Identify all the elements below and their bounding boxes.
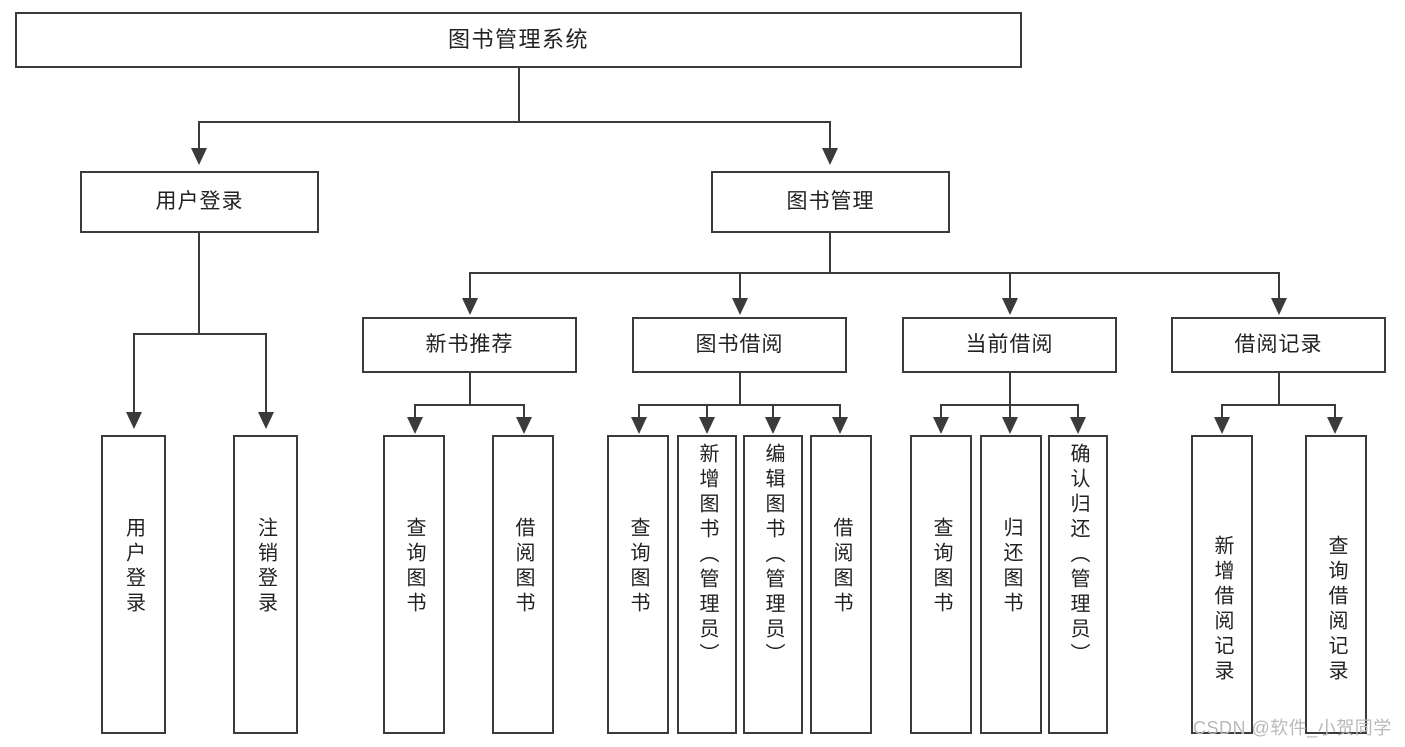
connector-root-to-book-mgmt xyxy=(829,121,831,149)
arrowhead-borrow-record-to-leaf-1 xyxy=(1214,417,1230,434)
node-label: 新增图书（管理员） xyxy=(696,443,718,668)
connector-user-login-to-leaf-1 xyxy=(133,333,135,413)
connector-borrow-record-to-leaf-1 xyxy=(1221,404,1223,418)
leaf-user-login-1[interactable]: 用户登录 xyxy=(101,435,166,734)
arrowhead-user-login-to-leaf-2 xyxy=(258,412,274,429)
arrowhead-book-borrow-to-leaf-1 xyxy=(631,417,647,434)
connector-user-login-stem xyxy=(198,233,200,334)
connector-book-borrow-to-leaf-1 xyxy=(638,404,640,418)
node-label: 查询图书 xyxy=(930,517,952,617)
node-label: 借阅记录 xyxy=(1234,332,1323,356)
connector-borrow-record-to-leaf-2 xyxy=(1334,404,1336,418)
node-label: 注销登录 xyxy=(254,517,277,617)
connector-book-mgmt-to-new-book xyxy=(469,272,471,299)
leaf-new-book-2[interactable]: 借阅图书 xyxy=(492,435,554,734)
connector-new-book-to-leaf-1 xyxy=(414,404,416,418)
connector-borrow-record-bus xyxy=(1221,404,1336,406)
connector-book-mgmt-to-current-borrow xyxy=(1009,272,1011,299)
node-current-borrow[interactable]: 当前借阅 xyxy=(902,317,1117,373)
leaf-current-borrow-1[interactable]: 查询图书 xyxy=(910,435,972,734)
arrowhead-book-mgmt-to-book-borrow xyxy=(732,298,748,315)
node-label: 查询借阅记录 xyxy=(1325,535,1347,685)
arrowhead-current-borrow-to-leaf-2 xyxy=(1002,417,1018,434)
leaf-book-borrow-2[interactable]: 新增图书（管理员） xyxy=(677,435,737,734)
node-label: 借阅图书 xyxy=(512,517,534,617)
node-label: 用户登录 xyxy=(122,517,145,617)
leaf-user-login-2[interactable]: 注销登录 xyxy=(233,435,298,734)
node-root-system[interactable]: 图书管理系统 xyxy=(15,12,1022,68)
connector-root-to-user-login xyxy=(198,121,200,149)
connector-root-bus xyxy=(198,121,831,123)
connector-borrow-record-stem xyxy=(1278,373,1280,405)
node-label: 编辑图书（管理员） xyxy=(762,443,784,668)
arrowhead-book-mgmt-to-new-book xyxy=(462,298,478,315)
node-label: 图书管理 xyxy=(786,189,875,213)
node-label: 查询图书 xyxy=(627,517,649,617)
arrowhead-book-mgmt-to-current-borrow xyxy=(1002,298,1018,315)
node-label: 图书借阅 xyxy=(695,332,784,356)
connector-book-borrow-to-leaf-3 xyxy=(772,404,774,418)
leaf-borrow-record-2[interactable]: 查询借阅记录 xyxy=(1305,435,1367,734)
arrowhead-new-book-to-leaf-2 xyxy=(516,417,532,434)
node-label: 用户登录 xyxy=(155,189,244,213)
connector-user-login-bus xyxy=(133,333,266,335)
arrowhead-current-borrow-to-leaf-1 xyxy=(933,417,949,434)
node-user-login[interactable]: 用户登录 xyxy=(80,171,319,233)
connector-user-login-to-leaf-2 xyxy=(265,333,267,413)
connector-current-borrow-to-leaf-1 xyxy=(940,404,942,418)
connector-book-borrow-to-leaf-2 xyxy=(706,404,708,418)
node-label: 借阅图书 xyxy=(830,517,852,617)
node-label: 当前借阅 xyxy=(965,332,1054,356)
node-book-management[interactable]: 图书管理 xyxy=(711,171,950,233)
leaf-borrow-record-1[interactable]: 新增借阅记录 xyxy=(1191,435,1253,734)
node-label: 查询图书 xyxy=(403,517,425,617)
node-label: 新增借阅记录 xyxy=(1211,535,1233,685)
node-label: 新书推荐 xyxy=(425,332,514,356)
connector-book-borrow-to-leaf-4 xyxy=(839,404,841,418)
connector-new-book-to-leaf-2 xyxy=(523,404,525,418)
arrowhead-root-to-user-login xyxy=(191,148,207,165)
arrowhead-user-login-to-leaf-1 xyxy=(126,412,142,429)
connector-book-mgmt-to-book-borrow xyxy=(739,272,741,299)
leaf-book-borrow-3[interactable]: 编辑图书（管理员） xyxy=(743,435,803,734)
node-label: 确认归还（管理员） xyxy=(1067,443,1089,668)
node-label: 归还图书 xyxy=(1000,517,1022,617)
arrowhead-root-to-book-mgmt xyxy=(822,148,838,165)
connector-new-book-bus xyxy=(414,404,525,406)
leaf-current-borrow-2[interactable]: 归还图书 xyxy=(980,435,1042,734)
node-book-borrow[interactable]: 图书借阅 xyxy=(632,317,847,373)
connector-book-mgmt-bus xyxy=(469,272,1280,274)
node-label: 图书管理系统 xyxy=(447,27,589,53)
connector-book-borrow-bus xyxy=(638,404,841,406)
connector-current-borrow-stem xyxy=(1009,373,1011,405)
node-borrow-record[interactable]: 借阅记录 xyxy=(1171,317,1386,373)
arrowhead-new-book-to-leaf-1 xyxy=(407,417,423,434)
connector-current-borrow-to-leaf-3 xyxy=(1077,404,1079,418)
connector-current-borrow-to-leaf-2 xyxy=(1009,404,1011,418)
arrowhead-book-borrow-to-leaf-4 xyxy=(832,417,848,434)
arrowhead-borrow-record-to-leaf-2 xyxy=(1327,417,1343,434)
connector-book-mgmt-stem xyxy=(829,233,831,273)
connector-book-mgmt-to-borrow-record xyxy=(1278,272,1280,299)
arrowhead-current-borrow-to-leaf-3 xyxy=(1070,417,1086,434)
leaf-book-borrow-4[interactable]: 借阅图书 xyxy=(810,435,872,734)
node-new-book-recommend[interactable]: 新书推荐 xyxy=(362,317,577,373)
leaf-new-book-1[interactable]: 查询图书 xyxy=(383,435,445,734)
arrowhead-book-borrow-to-leaf-3 xyxy=(765,417,781,434)
connector-new-book-stem xyxy=(469,373,471,405)
arrowhead-book-borrow-to-leaf-2 xyxy=(699,417,715,434)
connector-root-stem xyxy=(518,68,520,122)
arrowhead-book-mgmt-to-borrow-record xyxy=(1271,298,1287,315)
leaf-current-borrow-3[interactable]: 确认归还（管理员） xyxy=(1048,435,1108,734)
leaf-book-borrow-1[interactable]: 查询图书 xyxy=(607,435,669,734)
connector-book-borrow-stem xyxy=(739,373,741,405)
